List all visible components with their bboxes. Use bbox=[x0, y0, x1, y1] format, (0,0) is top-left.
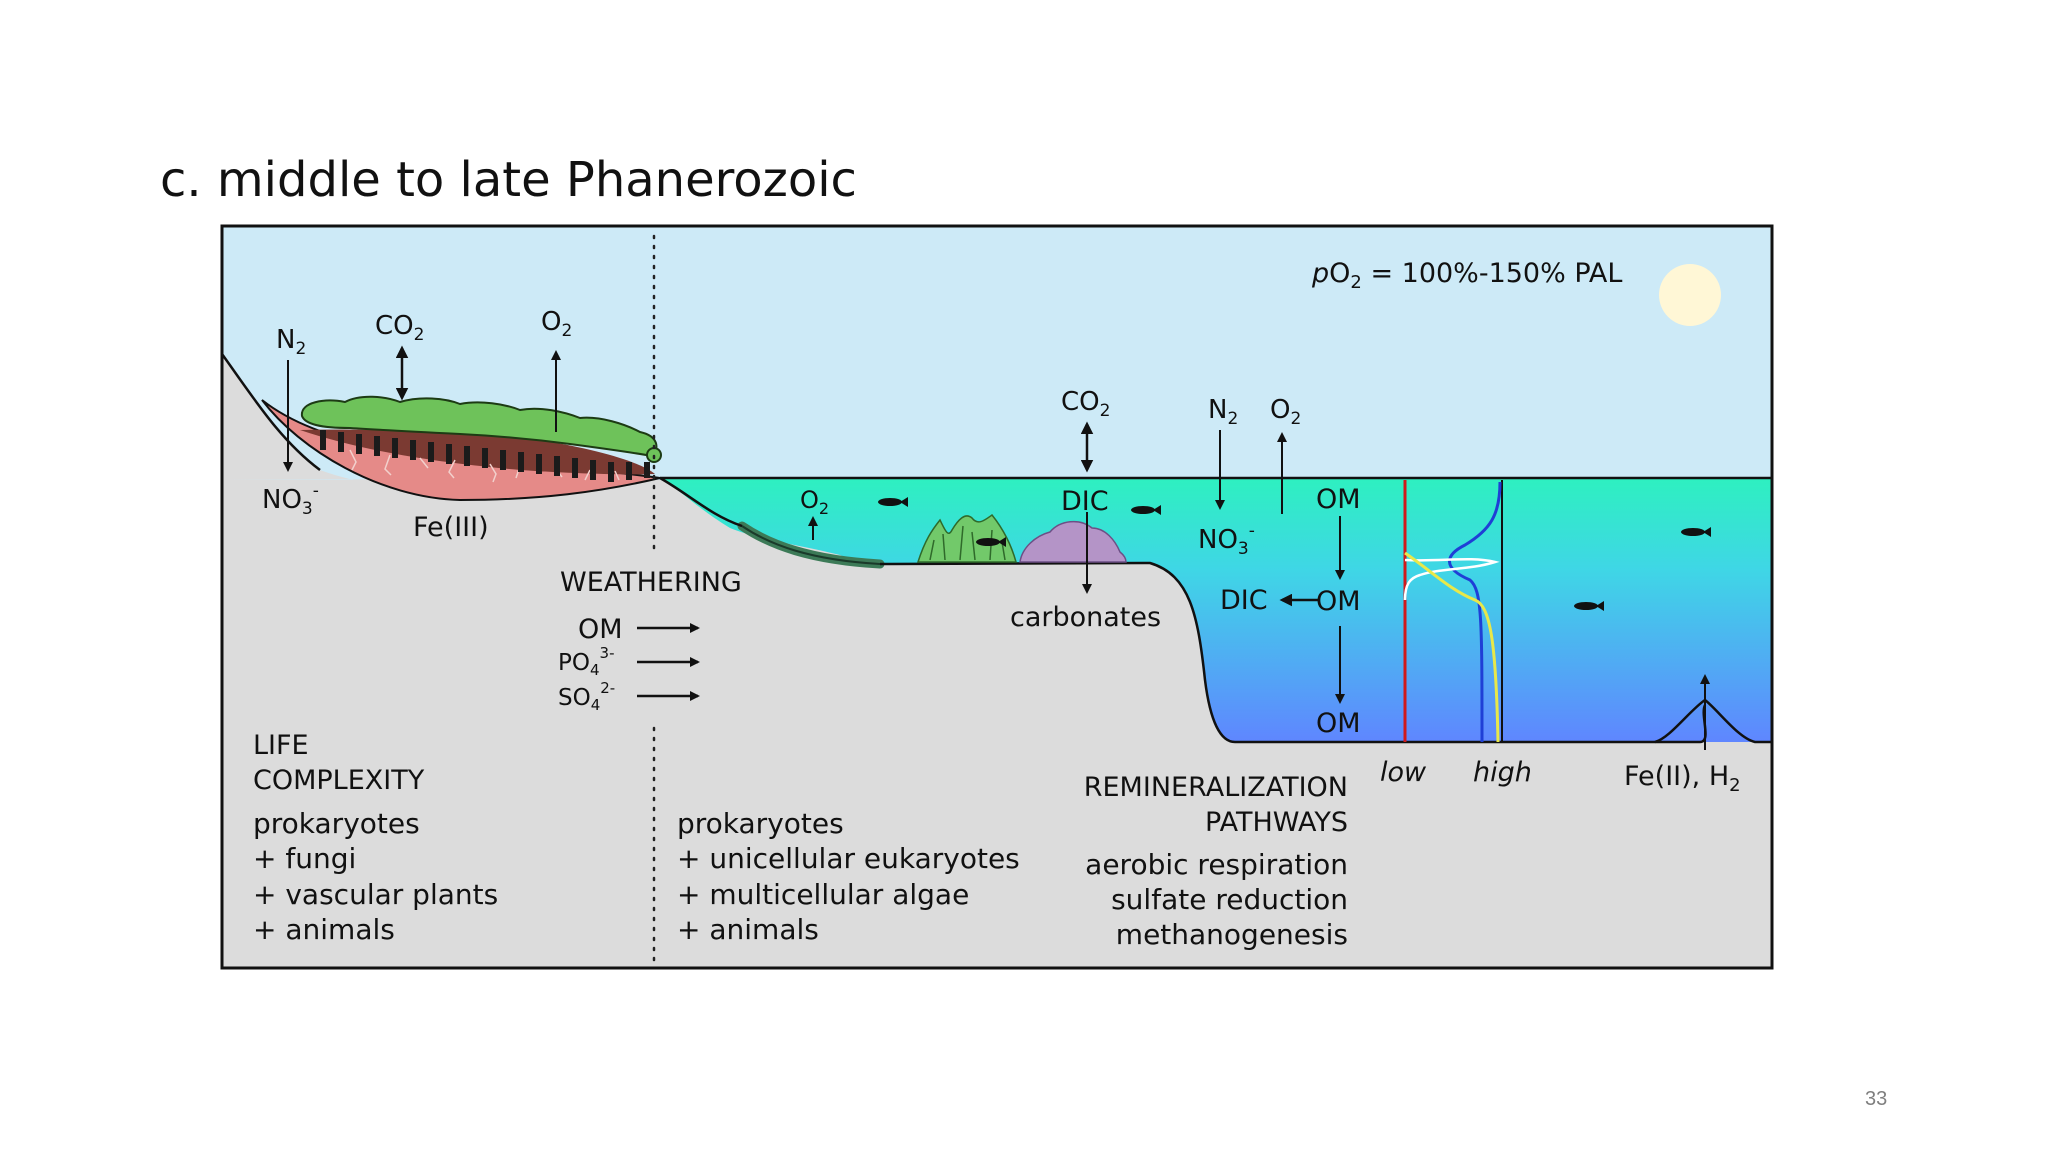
land-life-item: + animals bbox=[253, 913, 395, 946]
marine-life-item: + unicellular eukaryotes bbox=[677, 842, 1020, 875]
om-mid-label: OM bbox=[1316, 586, 1361, 617]
marine-life-item: + multicellular algae bbox=[677, 878, 969, 911]
forest-canopy bbox=[300, 395, 658, 458]
land-life-item: + vascular plants bbox=[253, 878, 498, 911]
remineralization-heading-line1: REMINERALIZATION bbox=[1084, 772, 1348, 803]
om-top-label: OM bbox=[1316, 484, 1361, 515]
marine-life-item: + animals bbox=[677, 913, 819, 946]
shelf-sediment-edge bbox=[741, 525, 881, 565]
land-life-item: prokaryotes bbox=[253, 807, 420, 840]
weathering-so4-label: SO42- bbox=[558, 679, 615, 714]
shelf-o2-label: O2 bbox=[800, 486, 829, 518]
shelf-co2-label: CO2 bbox=[1061, 387, 1110, 421]
ocean-dic-label: DIC bbox=[1220, 585, 1268, 616]
weathering-po4-label: PO43- bbox=[558, 644, 615, 679]
land-no3-label: NO3- bbox=[262, 481, 319, 519]
ocean-no3-label: NO3- bbox=[1198, 521, 1255, 559]
remineralization-heading-line2: PATHWAYS bbox=[1205, 807, 1348, 838]
life-heading-line2: COMPLEXITY bbox=[253, 765, 425, 796]
seafloor-outline bbox=[220, 353, 321, 471]
remineralization-item: sulfate reduction bbox=[1111, 883, 1348, 916]
profile-high-label: high bbox=[1473, 757, 1532, 788]
page-number: 33 bbox=[1865, 1088, 1888, 1110]
po2-label: pO2 = 100%-150% PAL bbox=[1311, 258, 1622, 293]
coral-reef bbox=[1019, 520, 1127, 563]
slide-title: c. middle to late Phanerozoic bbox=[160, 152, 857, 208]
remineralization-item: aerobic respiration bbox=[1085, 848, 1348, 881]
fe3-label: Fe(III) bbox=[413, 512, 489, 543]
land-co2-label: CO2 bbox=[375, 311, 424, 345]
marine-life-item: prokaryotes bbox=[677, 807, 844, 840]
weathering-om-label: OM bbox=[578, 614, 623, 645]
ocean-o2-label: O2 bbox=[1270, 395, 1301, 429]
shelf-dic-label: DIC bbox=[1061, 486, 1109, 517]
remineralization-item: methanogenesis bbox=[1116, 918, 1348, 951]
seaweed-strands bbox=[929, 525, 1006, 561]
sun bbox=[1659, 264, 1721, 326]
fish bbox=[878, 497, 1711, 611]
life-heading-line1: LIFE bbox=[253, 730, 309, 761]
om-bottom-label: OM bbox=[1316, 708, 1361, 739]
fe2-h2-label: Fe(II), H2 bbox=[1624, 761, 1741, 796]
weathering-heading: WEATHERING bbox=[560, 567, 742, 598]
soil-brown-layer bbox=[300, 429, 655, 475]
land-n2-label: N2 bbox=[276, 325, 306, 359]
seaweed bbox=[916, 513, 1017, 563]
land-life-item: + fungi bbox=[253, 842, 356, 875]
tree-trunks bbox=[320, 430, 650, 482]
ocean-n2-label: N2 bbox=[1208, 395, 1238, 429]
profile-low-label: low bbox=[1380, 757, 1427, 788]
profile-white-curve bbox=[1403, 558, 1500, 601]
carbonates-label: carbonates bbox=[1010, 602, 1161, 633]
profile-yellow-curve bbox=[1404, 551, 1500, 743]
diagram-frame bbox=[220, 224, 1774, 970]
land-o2-label: O2 bbox=[541, 307, 572, 341]
slope-outline bbox=[659, 476, 743, 528]
